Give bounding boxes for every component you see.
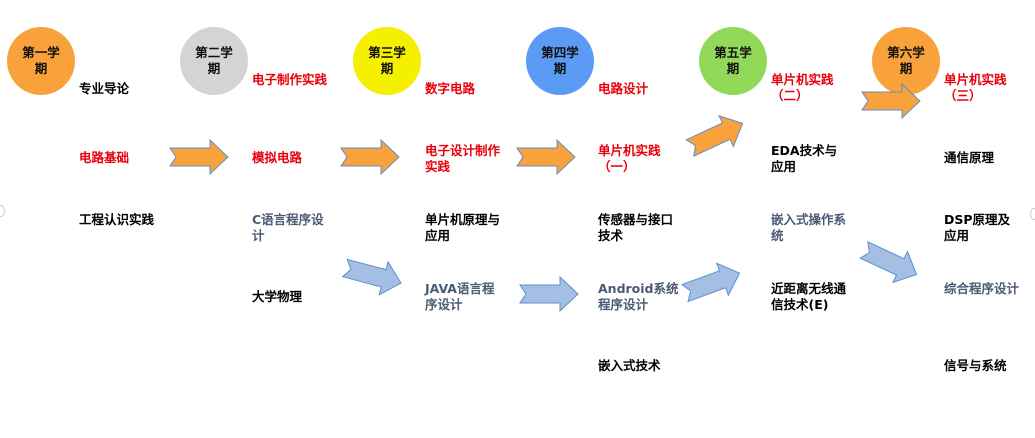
semester-6-circle: 第六学期 [872,27,940,95]
arrow-orange-1 [169,139,229,175]
course-c-programming: C语言程序设计 [252,212,324,243]
course-intro: 专业导论 [79,81,130,96]
course-circuit-design: 电路设计 [598,81,649,96]
semester-5-circle: 第五学期 [699,27,767,95]
semester-6-label: 第六学期 [887,45,925,76]
course-communication-principles: 通信原理 [944,150,995,165]
semester-4-label: 第四学期 [541,45,579,76]
arrow-orange-2 [340,139,400,175]
resize-handle-left[interactable] [0,205,5,217]
arrow-blue-2 [519,276,579,312]
arrow-orange-4 [682,107,751,164]
course-digital-circuits: 数字电路 [425,81,476,96]
course-android-programming: Android系统程序设计 [598,281,679,312]
semester-2-circle: 第二学期 [180,27,248,95]
semester-3-label: 第三学期 [368,45,406,76]
semester-5-label: 第五学期 [714,45,752,76]
course-circuit-basics: 电路基础 [79,150,130,165]
arrow-orange-3 [516,139,576,175]
course-physics: 大学物理 [252,289,303,304]
course-java-programming: JAVA语言程序设计 [425,281,495,312]
course-sensors-interface: 传感器与接口技术 [598,212,674,243]
course-integrated-programming: 综合程序设计 [944,281,1020,296]
course-eda: EDA技术与应用 [771,143,838,174]
arrow-blue-1 [340,251,406,300]
course-signals-systems: 信号与系统 [944,358,1007,373]
resize-handle-right[interactable] [1030,208,1035,220]
course-electronic-design: 电子设计制作实践 [425,143,501,174]
course-mcu-principles: 单片机原理与应用 [425,212,501,243]
course-engineering-practice: 工程认识实践 [79,212,155,227]
course-mcu-practice-1: 单片机实践（一） [598,143,661,174]
semester-2-label: 第二学期 [195,45,233,76]
semester-4-circle: 第四学期 [526,27,594,95]
course-mcu-practice-3: 单片机实践（三） [944,72,1007,103]
course-analog-circuits: 模拟电路 [252,150,303,165]
arrow-orange-5 [861,83,921,119]
course-wireless-comm: 近距离无线通信技术(E) [771,281,847,312]
arrow-blue-3 [678,256,746,310]
course-embedded-os: 嵌入式操作系统 [771,212,847,243]
semester-3-circle: 第三学期 [353,27,421,95]
arrow-blue-4 [856,234,925,291]
course-dsp: DSP原理及应用 [944,212,1011,243]
course-electronic-making: 电子制作实践 [252,72,328,87]
course-mcu-practice-2: 单片机实践（二） [771,72,834,103]
course-embedded-tech: 嵌入式技术 [598,358,661,373]
semester-1-label: 第一学期 [22,45,60,76]
semester-1-circle: 第一学期 [7,27,75,95]
